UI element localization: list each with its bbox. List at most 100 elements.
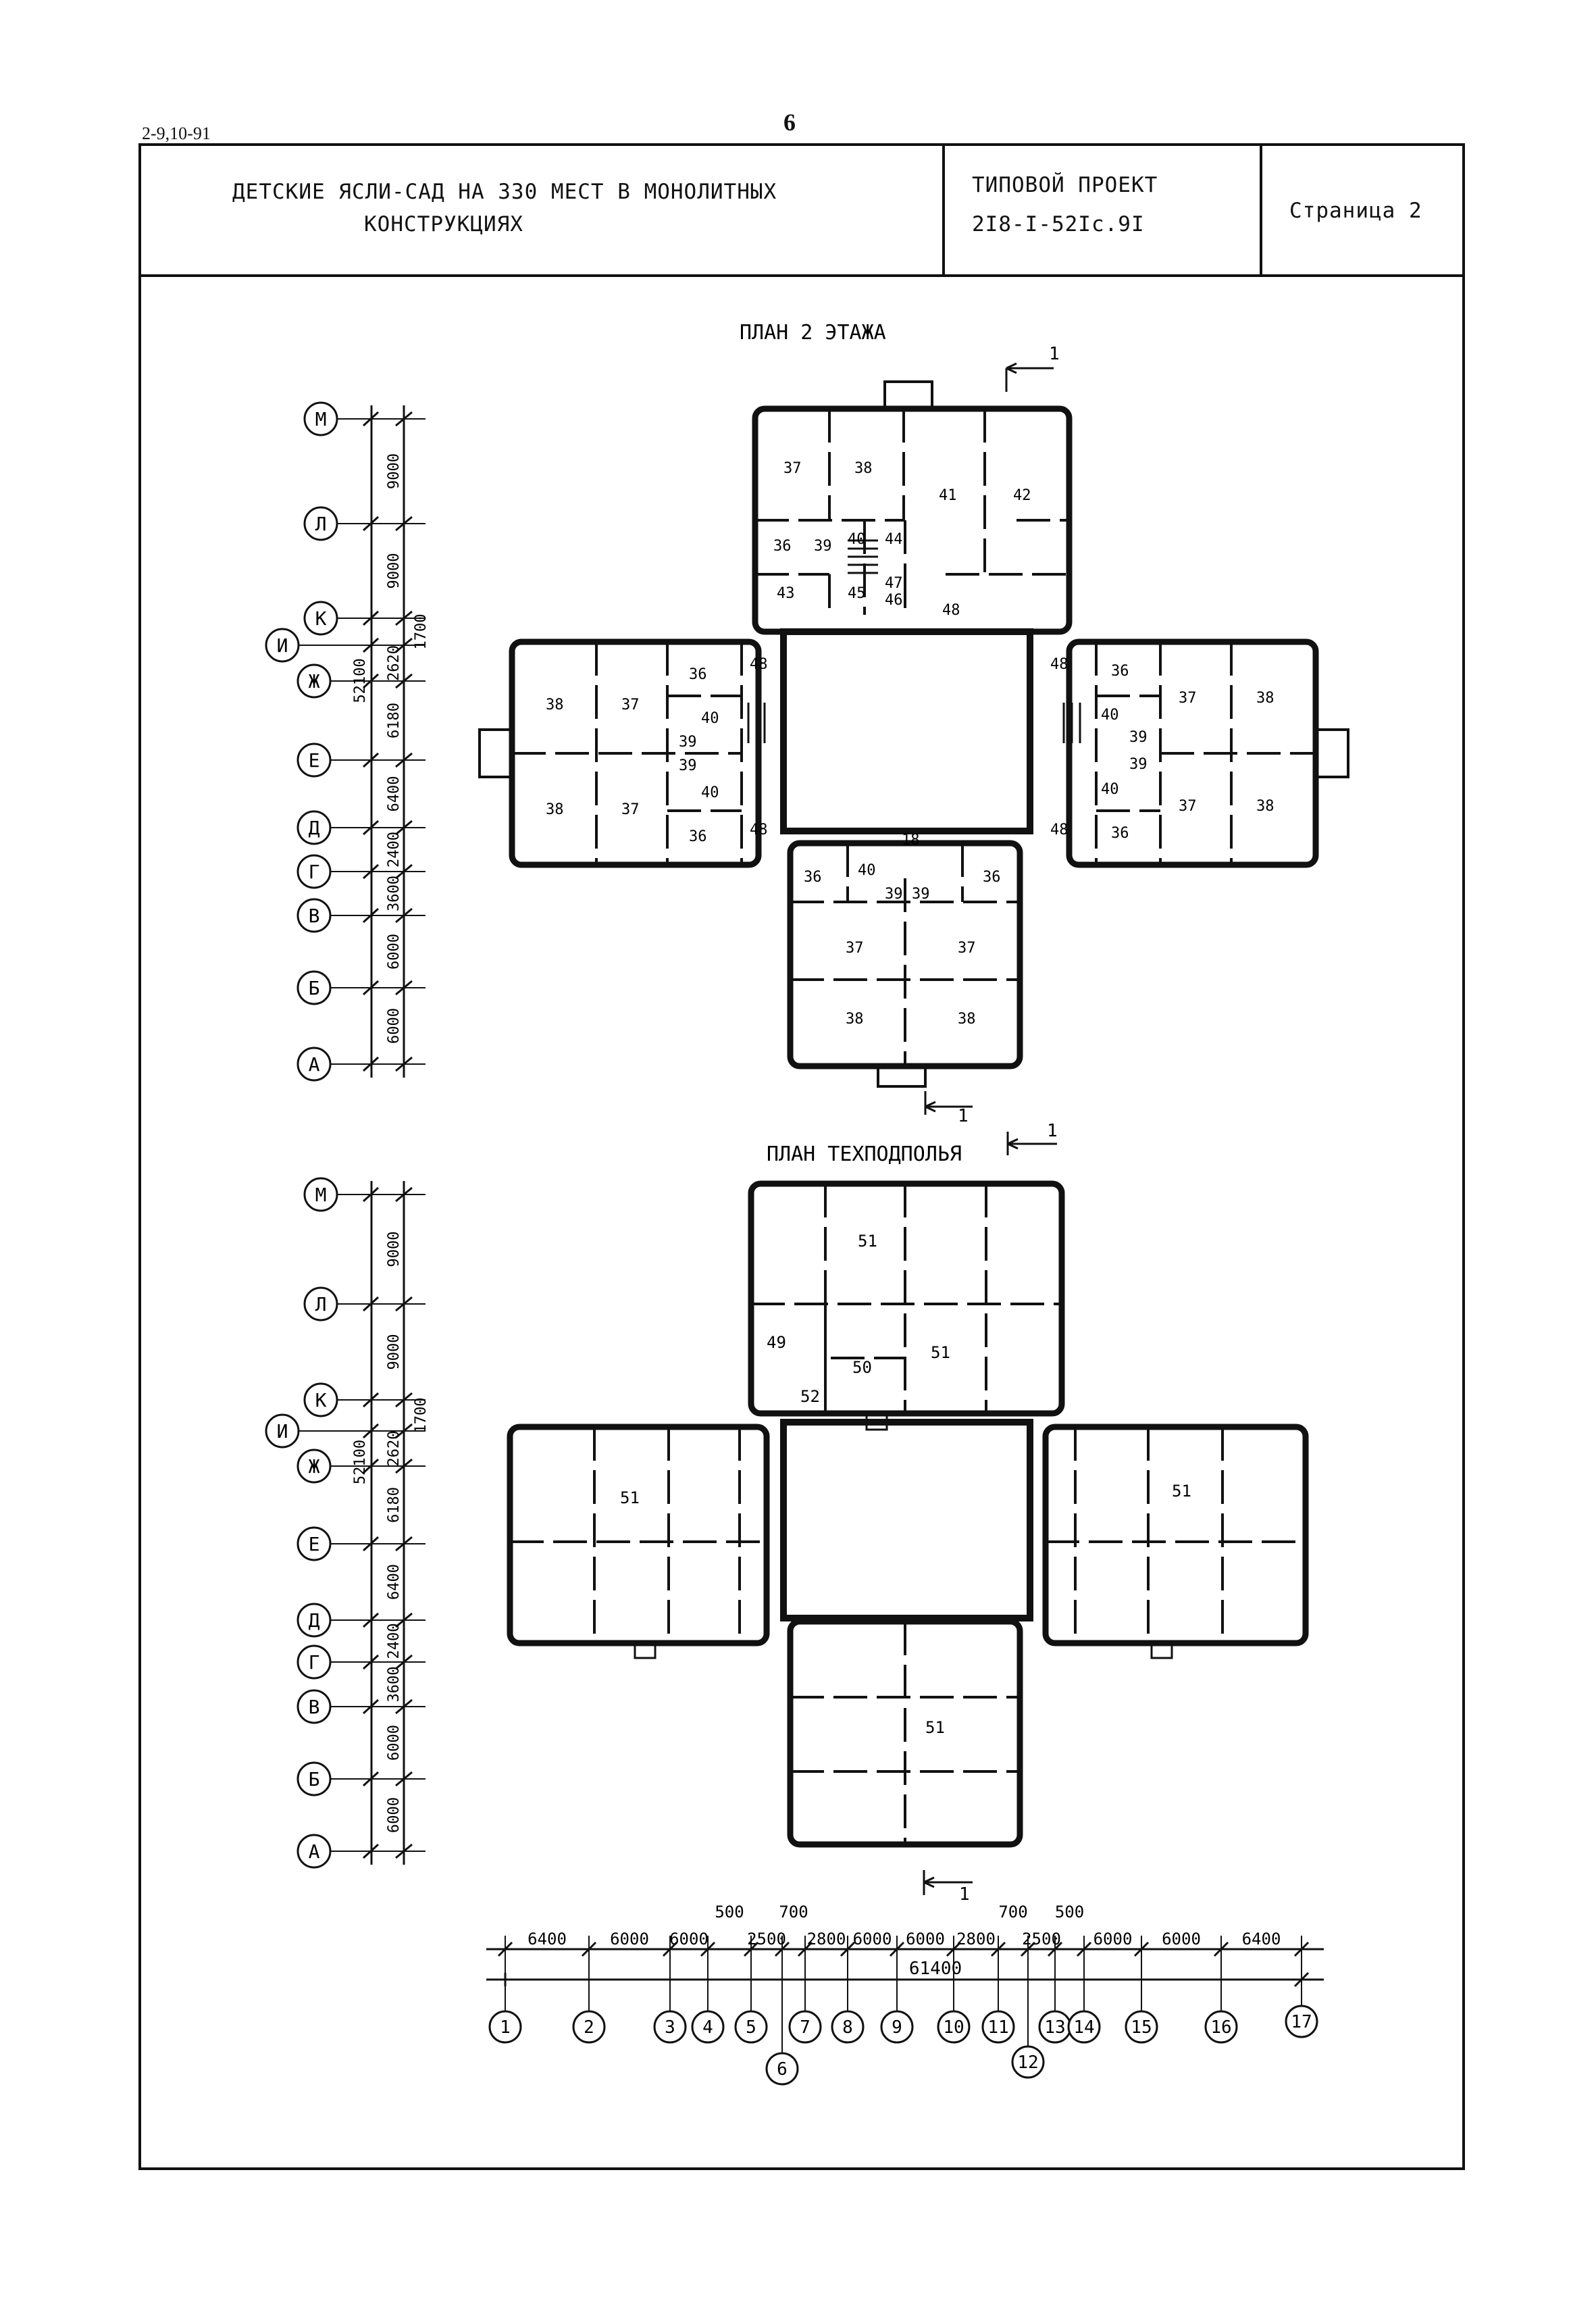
axis-bubble [937, 2010, 971, 2044]
dimension-tick [395, 515, 413, 532]
room-number: 37 [621, 801, 640, 818]
axis-letter: Б [309, 977, 320, 999]
axis-letter: Л [315, 1293, 327, 1315]
dimension-tick [362, 610, 380, 626]
column-dimension: 6000 [906, 1930, 945, 1948]
dimension-tick [395, 1654, 413, 1670]
dimension-tick [395, 1056, 413, 1072]
room-number: 37 [958, 940, 976, 957]
dimension-tick [395, 1612, 413, 1628]
dimension-tick [362, 1699, 380, 1715]
axis-letter: В [309, 905, 320, 927]
room-number: 39 [1129, 729, 1148, 746]
dimension-tick [395, 673, 413, 689]
room-number: 39 [679, 757, 697, 774]
room-number: 37 [621, 697, 640, 713]
axis-dimension: 6400 [386, 776, 403, 812]
axis-dimension: 3600 [386, 876, 403, 911]
room-number: 38 [1256, 690, 1275, 707]
dimension-tick [1293, 1971, 1310, 1988]
room-number: 38 [546, 697, 564, 713]
room-number: 38 [1256, 798, 1275, 815]
room-number: 49 [767, 1333, 786, 1352]
axis-dimension: 9000 [386, 1334, 403, 1370]
dimension-tick [395, 411, 413, 427]
axis-bubble [691, 2010, 725, 2044]
dimension-tick [889, 1941, 905, 1957]
axis-dimension: 6000 [386, 1008, 403, 1044]
dimension-tick [362, 1392, 380, 1408]
dimension-tick [362, 411, 380, 427]
axis-bubble [880, 2010, 914, 2044]
room-number: 38 [854, 460, 873, 477]
dimension-tick [362, 1771, 380, 1787]
room-number: 38 [546, 801, 564, 818]
dimension-tick [395, 1458, 413, 1474]
dimension-tick [362, 1186, 380, 1203]
column-dimension: 700 [779, 1903, 808, 1921]
axis-bubble [788, 2010, 822, 2044]
dimension-tick [362, 1612, 380, 1628]
room-number: 40 [701, 710, 719, 727]
dimension-tick [395, 1296, 413, 1312]
axis-bubble [653, 2010, 687, 2044]
dimension-tick [1047, 1941, 1063, 1957]
axis-dimension: 3600 [386, 1667, 403, 1703]
section-label: 1 [1047, 1121, 1058, 1141]
project-label: ТИПОВОЙ ПРОЕКТ [972, 173, 1158, 197]
room-number: 38 [958, 1011, 976, 1028]
column-dimension: 700 [998, 1903, 1027, 1921]
dimension-tick [840, 1941, 856, 1957]
title-block: ДЕТСКИЕ ЯСЛИ-САД НА 330 МЕСТ В МОНОЛИТНЫ… [141, 146, 1462, 277]
room-number: 37 [846, 940, 864, 957]
dimension-tick [362, 1423, 380, 1439]
dimension-tick [700, 1941, 716, 1957]
room-number: 36 [1111, 663, 1129, 680]
dimension-tick [395, 610, 413, 626]
dimension-tick [362, 1296, 380, 1312]
axis-dimension: 6400 [386, 1564, 403, 1600]
room-number: 36 [1111, 825, 1129, 842]
drawing-stamp: 2-9,10-91 [142, 124, 211, 143]
axis-bubble [572, 2010, 606, 2044]
dimension-tick [362, 907, 380, 924]
axis-number: 12 [1017, 2053, 1038, 2073]
room-number: 45 [848, 585, 866, 602]
column-dimension: 6000 [1093, 1930, 1133, 1948]
title-block-name-cell: ДЕТСКИЕ ЯСЛИ-САД НА 330 МЕСТ В МОНОЛИТНЫ… [141, 146, 945, 274]
dimension-tick [362, 1458, 380, 1474]
axis-letter: И [277, 1420, 288, 1442]
room-number: 37 [1179, 690, 1197, 707]
section-label: 1 [959, 1884, 970, 1905]
axis-number: 7 [800, 2017, 810, 2038]
room-number: 36 [983, 869, 1001, 886]
axis-bubble [765, 2052, 799, 2086]
room-number: 48 [1050, 822, 1069, 838]
axis-number: 6 [777, 2059, 788, 2080]
axis-letter: Г [309, 861, 320, 883]
axis-letter: Б [309, 1768, 320, 1790]
column-dimension: 500 [1055, 1903, 1084, 1921]
axis-bubble [1204, 2010, 1238, 2044]
axis-bubble [1285, 2005, 1318, 2038]
axis-dimension: 6000 [386, 1725, 403, 1761]
room-number: 39 [814, 538, 832, 555]
dimension-tick [774, 1941, 790, 1957]
column-dimension: 6400 [1242, 1930, 1281, 1948]
room-number: 40 [858, 862, 876, 879]
axis-number: 9 [892, 2017, 902, 2038]
floor2-plan [478, 380, 1349, 1088]
project-code: 2I8-I-52Ic.9I [972, 212, 1145, 236]
column-dimension: 6000 [1162, 1930, 1201, 1948]
project-name-line1: ДЕТСКИЕ ЯСЛИ-САД НА 330 МЕСТ В МОНОЛИТНЫ… [232, 180, 777, 204]
axis-number: 17 [1291, 2012, 1312, 2032]
axis-letter: Д [309, 1609, 320, 1632]
axis-letter: Е [309, 1533, 320, 1555]
axis-letter: Ж [309, 670, 320, 693]
axis-number: 5 [746, 2017, 756, 2038]
dimension-tick [395, 907, 413, 924]
room-number: 48 [1050, 656, 1069, 673]
axis-dimension: 1700 [413, 614, 430, 650]
room-number: 37 [783, 460, 802, 477]
